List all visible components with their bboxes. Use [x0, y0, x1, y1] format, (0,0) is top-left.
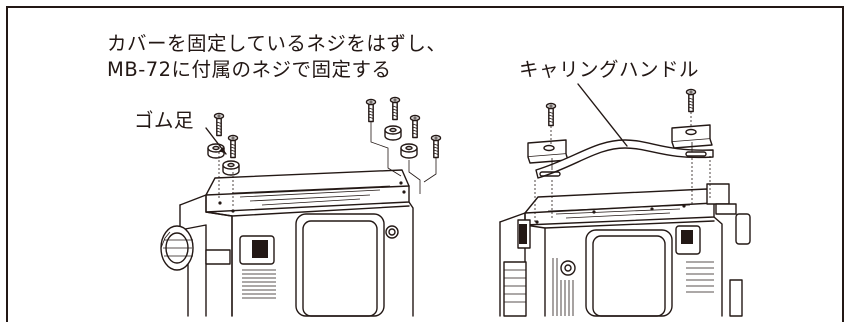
radio-body-left: [160, 169, 414, 317]
screws-and-rubber-feet-left: [205, 96, 442, 208]
radio-body-right: [499, 183, 751, 317]
rubber-feet-label: ゴム足: [134, 109, 195, 132]
carrying-handle-label: キャリングハンドル: [519, 58, 700, 81]
illustration-frame: [6, 6, 844, 322]
carrying-handle: [527, 83, 714, 222]
instruction-line-1: カバーを固定しているネジをはずし、: [107, 32, 447, 55]
screws-right: [545, 88, 697, 144]
instruction-line-2: MB-72に付属のネジで固定する: [107, 58, 392, 81]
